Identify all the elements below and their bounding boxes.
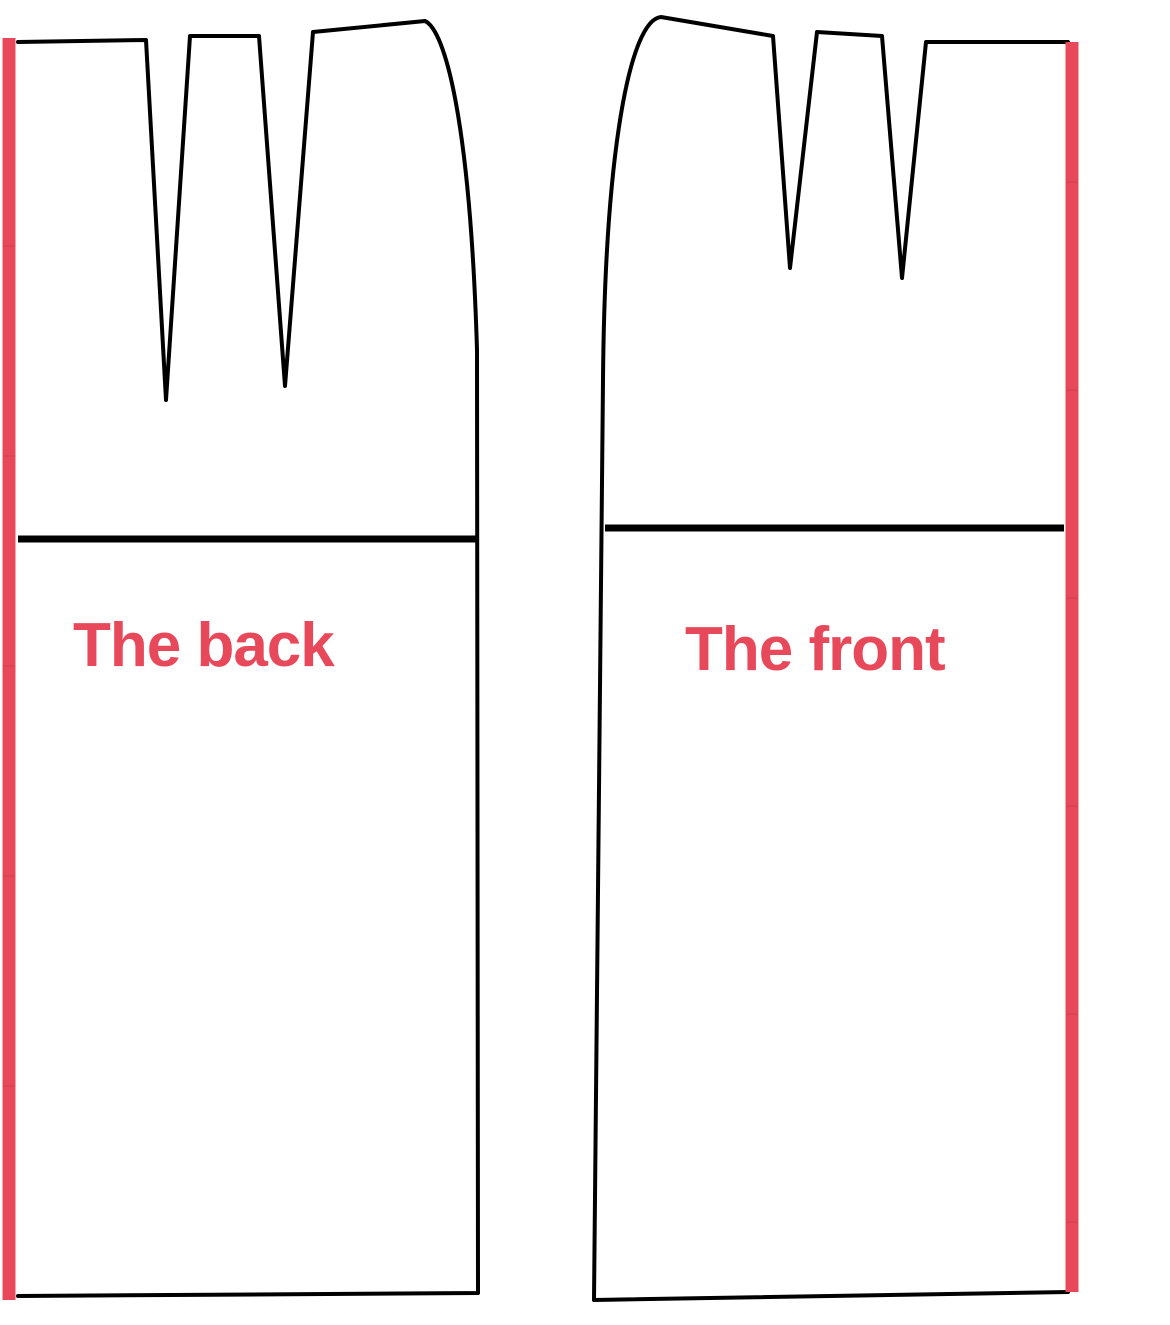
front-label: The front (685, 615, 945, 684)
front-fold-ticks (1066, 181, 1078, 1223)
back-fold-ticks (3, 245, 15, 1087)
back-panel: The back (2, 19, 480, 1300)
front-panel-outline (592, 15, 1070, 1302)
back-panel-outline (16, 19, 480, 1298)
front-panel: The front (592, 15, 1079, 1302)
back-label: The back (73, 611, 335, 680)
